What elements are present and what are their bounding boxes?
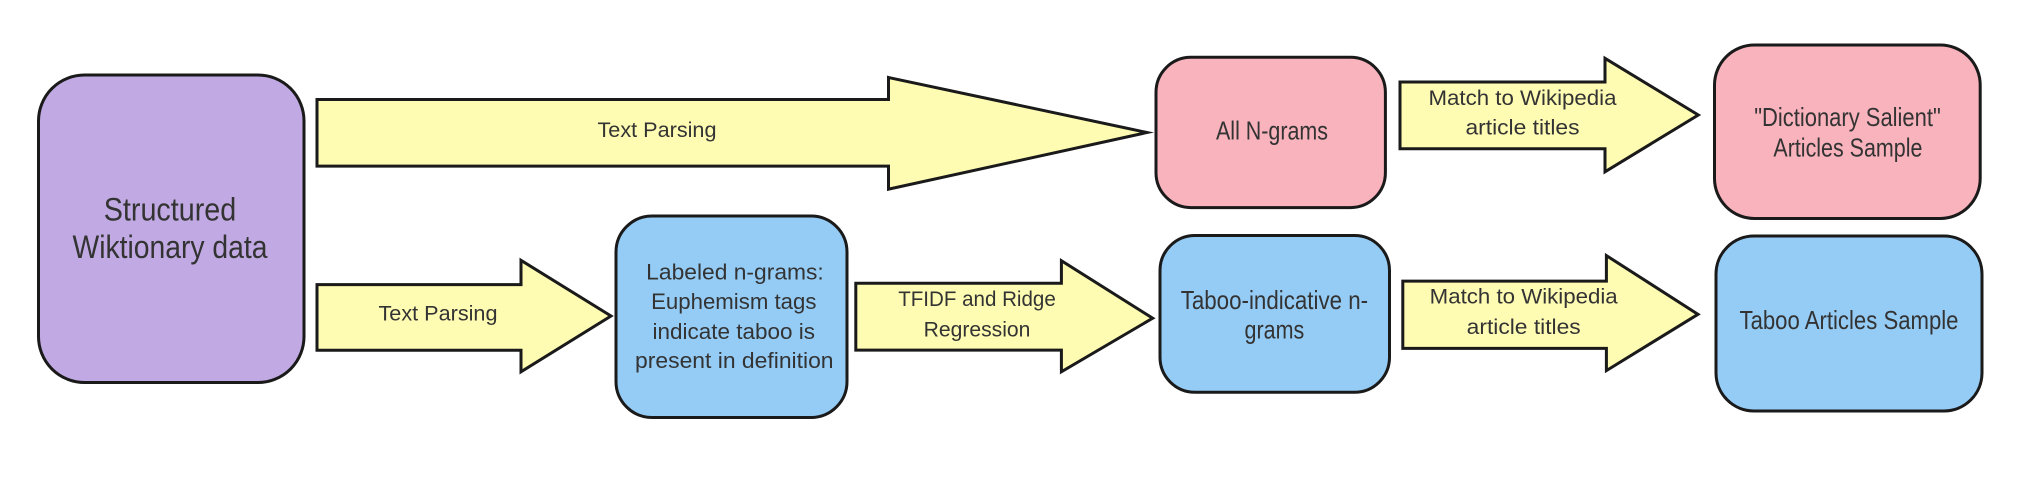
svg-text:Taboo-indicative n-: Taboo-indicative n- <box>1181 285 1368 315</box>
svg-text:Articles Sample: Articles Sample <box>1773 132 1922 162</box>
svg-text:Text Parsing: Text Parsing <box>379 302 498 325</box>
svg-text:Wiktionary data: Wiktionary data <box>73 229 268 265</box>
svg-text:Match to Wikipedia: Match to Wikipedia <box>1429 87 1617 110</box>
svg-text:All N-grams: All N-grams <box>1216 116 1328 146</box>
svg-text:present in definition: present in definition <box>635 348 834 373</box>
svg-text:article titles: article titles <box>1466 116 1580 139</box>
svg-text:article titles: article titles <box>1467 316 1581 339</box>
svg-text:Regression: Regression <box>924 318 1031 341</box>
svg-text:indicate taboo is: indicate taboo is <box>653 319 816 344</box>
svg-text:Labeled n-grams:: Labeled n-grams: <box>646 259 824 284</box>
svg-text:grams: grams <box>1245 315 1305 345</box>
svg-text:"Dictionary Salient": "Dictionary Salient" <box>1754 102 1941 132</box>
svg-text:Euphemism tags: Euphemism tags <box>651 289 816 314</box>
svg-text:Taboo Articles Sample: Taboo Articles Sample <box>1740 305 1959 335</box>
svg-text:TFIDF and Ridge: TFIDF and Ridge <box>898 288 1056 311</box>
svg-text:Match to Wikipedia: Match to Wikipedia <box>1430 286 1618 309</box>
svg-text:Text Parsing: Text Parsing <box>598 119 717 142</box>
svg-text:Structured: Structured <box>104 192 237 228</box>
